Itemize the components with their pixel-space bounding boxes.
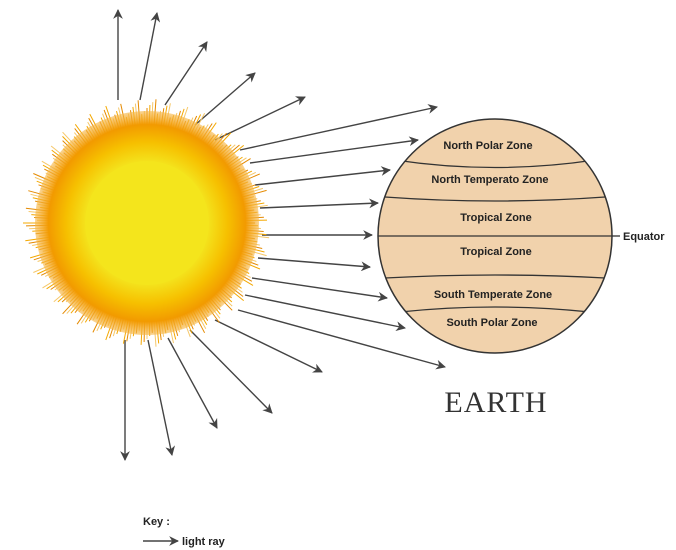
zone-label-north-polar: North Polar Zone bbox=[443, 140, 532, 152]
earth: North Polar Zone North Temperato Zone Tr… bbox=[370, 119, 665, 419]
light-ray bbox=[258, 258, 370, 267]
zone-label-north-temperate: North Temperato Zone bbox=[431, 174, 548, 186]
legend-key: Key : light ray bbox=[143, 516, 226, 548]
sun bbox=[23, 99, 269, 346]
light-ray bbox=[215, 320, 322, 372]
light-ray bbox=[195, 73, 255, 125]
key-title: Key : bbox=[143, 516, 170, 528]
earth-title: EARTH bbox=[444, 386, 547, 419]
zone-label-tropical-north: Tropical Zone bbox=[460, 212, 532, 224]
light-ray bbox=[252, 278, 387, 298]
light-ray bbox=[165, 42, 207, 105]
light-ray bbox=[255, 170, 390, 185]
light-ray bbox=[215, 97, 305, 140]
key-ray-label: light ray bbox=[182, 536, 226, 548]
zone-label-south-polar: South Polar Zone bbox=[446, 317, 537, 329]
light-ray bbox=[168, 338, 217, 428]
zone-label-south-temperate: South Temperate Zone bbox=[434, 289, 552, 301]
zone-label-tropical-south: Tropical Zone bbox=[460, 246, 532, 258]
light-ray bbox=[148, 340, 172, 455]
equator-label: Equator bbox=[623, 231, 665, 243]
light-ray bbox=[250, 140, 418, 163]
light-ray bbox=[140, 13, 157, 100]
light-ray bbox=[245, 295, 405, 328]
sun-core bbox=[85, 161, 209, 285]
light-ray bbox=[260, 203, 378, 208]
